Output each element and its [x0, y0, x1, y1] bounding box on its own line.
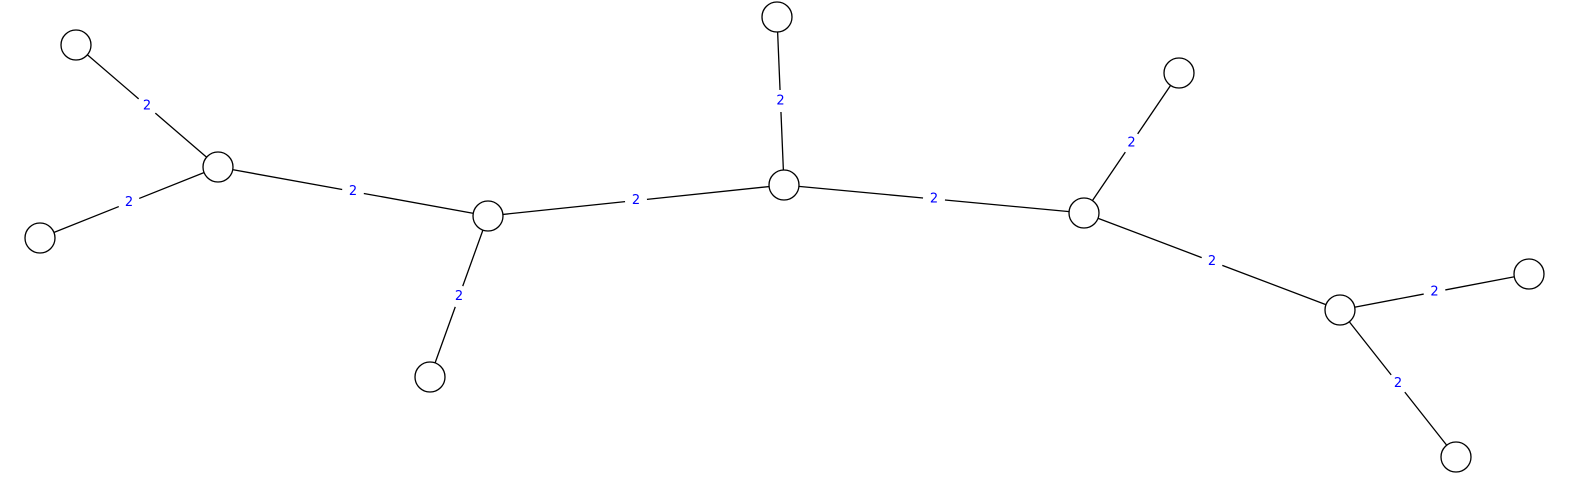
node-b — [202, 151, 234, 183]
edge-weight-label: 2 — [125, 195, 133, 210]
edge-weight-label: 2 — [455, 289, 463, 304]
edge-weight-label: 2 — [349, 184, 357, 199]
edge-f-h — [783, 184, 924, 199]
weight-labels-layer: 2 2 2 2 2 2 2 2 2 2 2 — [125, 94, 1439, 392]
edges-layer — [39, 16, 1530, 458]
edge-b-d — [363, 192, 489, 217]
node-f — [768, 169, 800, 201]
node-d — [472, 200, 504, 232]
node-j — [1324, 294, 1356, 326]
node-c — [24, 222, 56, 254]
node-l — [1440, 441, 1472, 473]
edge-f-h — [944, 199, 1085, 214]
edge-weight-label: 2 — [632, 193, 640, 208]
edge-d-f — [487, 200, 626, 217]
edge-weight-label: 2 — [1127, 136, 1135, 151]
edge-weight-label: 2 — [776, 94, 784, 109]
node-i — [1163, 57, 1195, 89]
node-a — [60, 29, 92, 61]
edge-h-j — [1083, 212, 1202, 259]
edge-weight-label: 2 — [1208, 254, 1216, 269]
edge-b-d — [217, 166, 343, 191]
edge-h-j — [1222, 264, 1341, 311]
edge-weight-label: 2 — [930, 192, 938, 207]
node-e — [414, 361, 446, 393]
nodes-layer — [24, 1, 1545, 473]
edge-weight-label: 2 — [143, 99, 151, 114]
edge-weight-label: 2 — [1430, 285, 1438, 300]
node-g — [761, 1, 793, 33]
edge-d-f — [646, 184, 785, 201]
node-h — [1068, 197, 1100, 229]
node-k — [1513, 258, 1545, 290]
edge-weight-label: 2 — [1394, 376, 1402, 391]
